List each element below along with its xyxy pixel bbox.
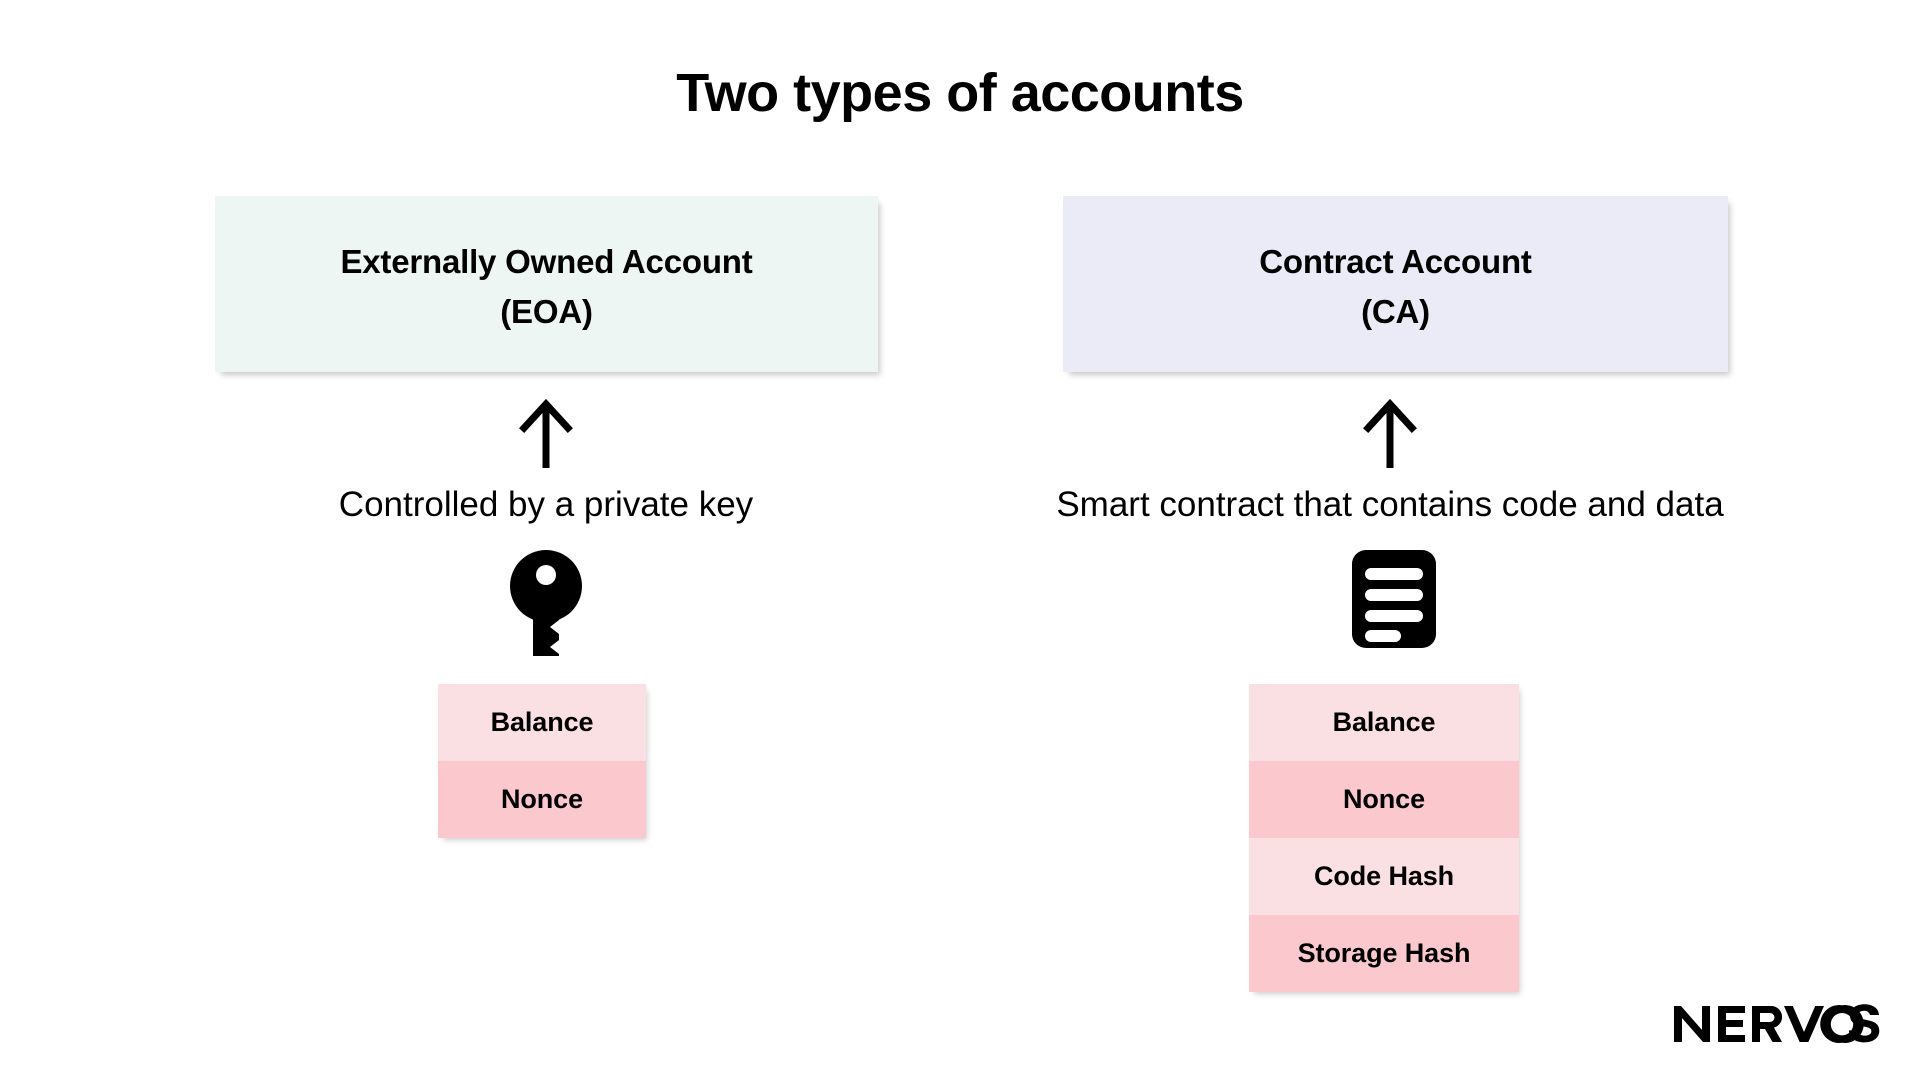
up-arrow-icon-eoa <box>516 398 576 470</box>
account-caption-eoa: Controlled by a private key <box>338 485 754 524</box>
account-card-ca-inner: Contract Account (CA) <box>1063 196 1728 372</box>
property-stack-eoa: Balance Nonce <box>438 684 646 838</box>
key-icon <box>500 548 592 669</box>
account-caption-ca: Smart contract that contains code and da… <box>1056 485 1724 524</box>
document-icon <box>1348 548 1440 650</box>
account-card-eoa-inner: Externally Owned Account (EOA) <box>215 196 878 372</box>
property-row-eoa-nonce[interactable]: Nonce <box>438 761 646 838</box>
account-title-ca-line1: Contract Account <box>1259 243 1532 280</box>
up-arrow-icon-ca <box>1360 398 1420 470</box>
property-row-ca-storage-hash[interactable]: Storage Hash <box>1249 915 1519 992</box>
property-stack-ca: Balance Nonce Code Hash Storage Hash <box>1249 684 1519 992</box>
property-row-ca-code-hash[interactable]: Code Hash <box>1249 838 1519 915</box>
account-title-eoa-line1: Externally Owned Account <box>340 243 753 280</box>
property-row-ca-balance[interactable]: Balance <box>1249 684 1519 761</box>
account-title-ca-line2: (CA) <box>1361 293 1430 330</box>
account-card-ca[interactable]: Contract Account (CA) <box>1063 196 1728 372</box>
account-title-eoa-line2: (EOA) <box>500 293 593 330</box>
nervos-logo <box>1672 1004 1880 1044</box>
property-row-ca-nonce[interactable]: Nonce <box>1249 761 1519 838</box>
page-title: Two types of accounts <box>676 63 1244 123</box>
property-row-eoa-balance[interactable]: Balance <box>438 684 646 761</box>
account-card-eoa[interactable]: Externally Owned Account (EOA) <box>215 196 878 372</box>
